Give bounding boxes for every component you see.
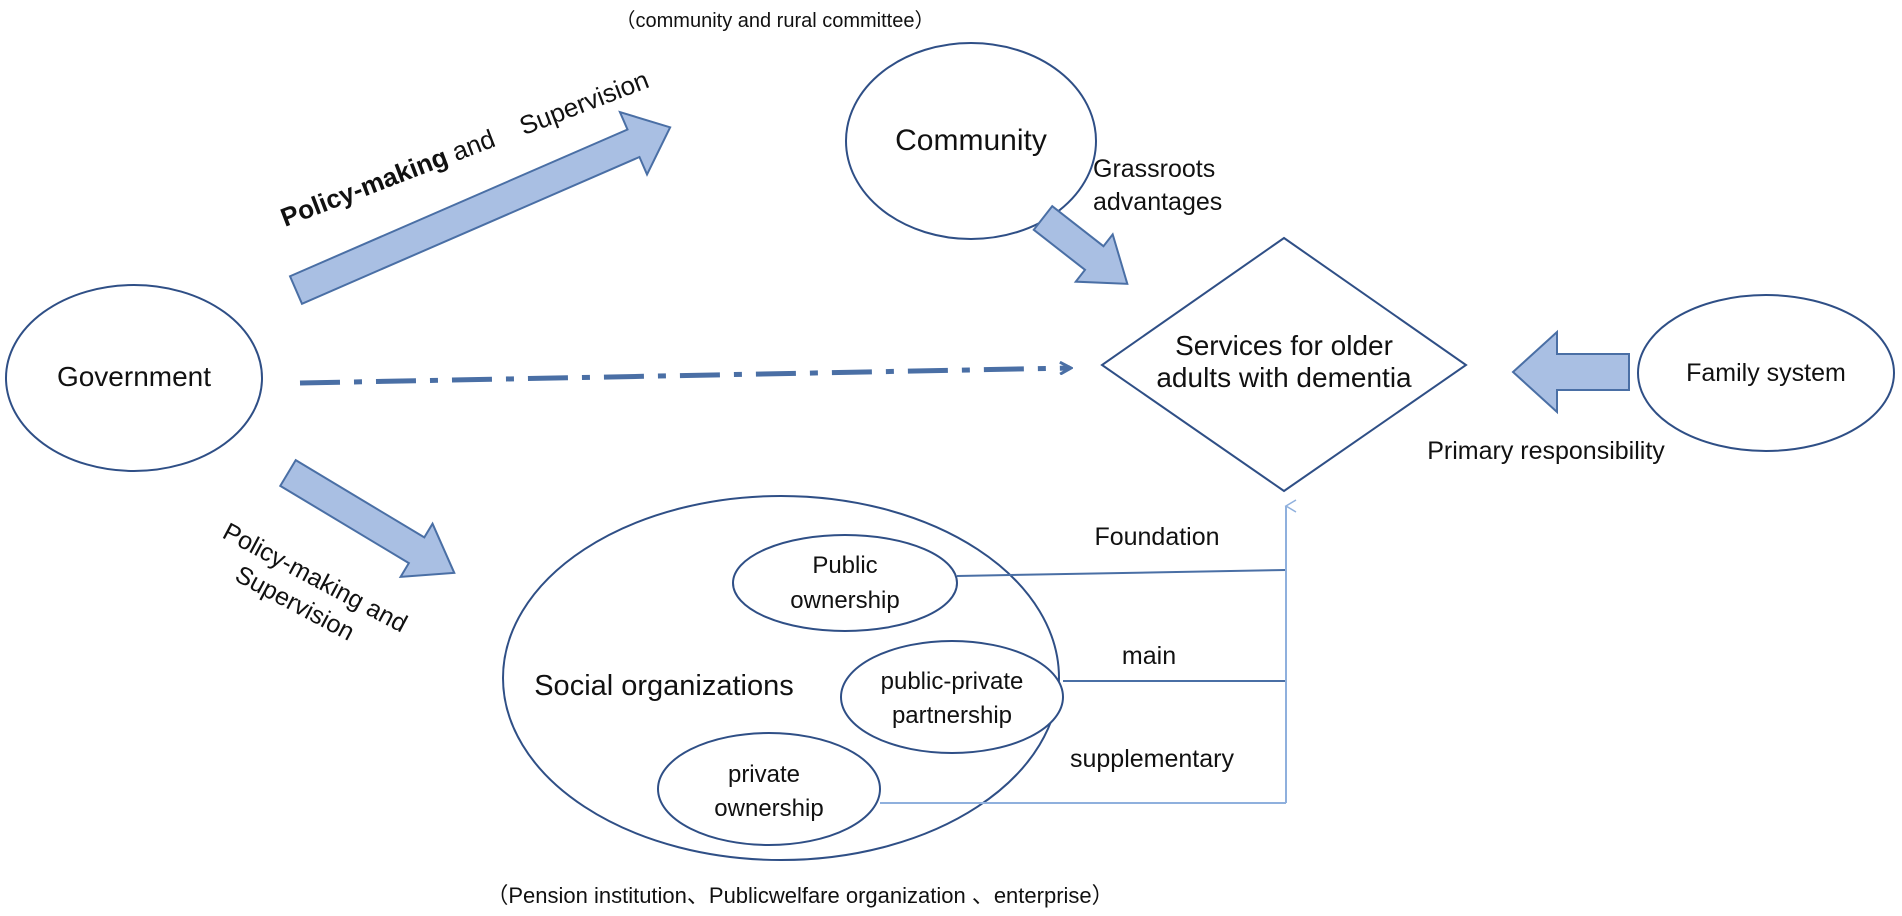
- private-ownership-node: [657, 732, 881, 846]
- services-node: [1100, 236, 1468, 493]
- public-private-role-label: main: [1122, 642, 1176, 670]
- community-to-services-arrow: [1032, 204, 1129, 285]
- community-note: （community and rural committee）: [616, 9, 935, 32]
- private-ownership-line1: private: [728, 761, 800, 788]
- family-to-services-label: Primary responsibility: [1427, 437, 1665, 465]
- private-role-label: supplementary: [1070, 745, 1234, 773]
- social-organizations-note: （Pension institution、Publicwelfare organ…: [486, 883, 1113, 908]
- public-role-label: Foundation: [1094, 523, 1219, 551]
- community-to-services-label-line2: advantages: [1093, 188, 1222, 216]
- community-label: Community: [895, 124, 1047, 157]
- services-label-line2: adults with dementia: [1156, 362, 1412, 393]
- gov-to-social-arrow: [278, 458, 456, 578]
- services-label-line1: Services for older: [1175, 330, 1393, 361]
- government-label: Government: [57, 361, 211, 392]
- family-node: [1637, 294, 1895, 452]
- public-private-node: [840, 640, 1064, 754]
- gov-to-services-dashdot-arrow: [299, 368, 1070, 386]
- family-to-services-arrow: [1511, 329, 1630, 415]
- gov-to-community-arrow: [288, 110, 672, 306]
- private-ownership-line2: ownership: [714, 795, 823, 822]
- community-node: [845, 42, 1097, 240]
- social-organizations-label: Social organizations: [534, 670, 794, 702]
- public-ownership-node: [732, 534, 958, 632]
- public-ownership-line2: ownership: [790, 587, 899, 614]
- public-private-line1: public-private: [881, 668, 1024, 695]
- public-connector: [956, 569, 1287, 577]
- community-to-services-label-line1: Grassroots: [1093, 155, 1215, 183]
- government-node: [5, 284, 263, 472]
- family-label: Family system: [1686, 359, 1846, 387]
- public-ownership-line1: Public: [812, 552, 877, 579]
- public-private-line2: partnership: [892, 702, 1012, 729]
